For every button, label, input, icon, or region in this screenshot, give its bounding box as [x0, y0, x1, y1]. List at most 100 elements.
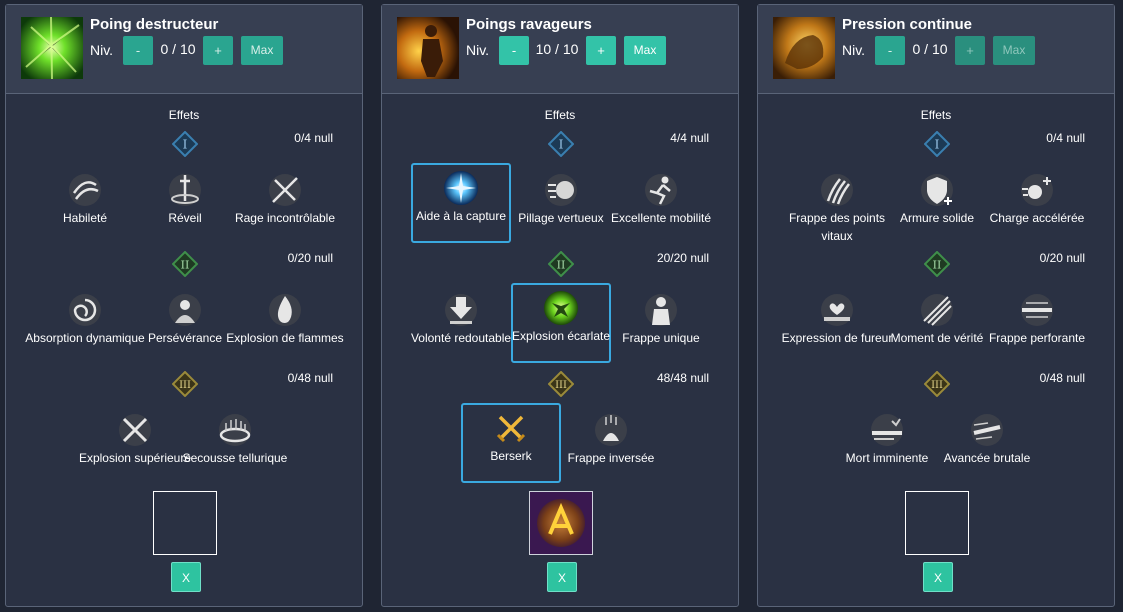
- tier-1-numeral: I: [935, 138, 940, 152]
- running-figure-icon: [642, 171, 680, 209]
- tripod-panel-poing-destructeur: Poing destructeur Niv. - 0 / 10 + Max Ef…: [5, 4, 363, 607]
- level-label: Niv.: [842, 42, 866, 58]
- level-max-button[interactable]: Max: [624, 36, 666, 65]
- tier-2-numeral: II: [933, 259, 942, 272]
- tripod-label: Aide à la capture: [415, 209, 507, 223]
- tier-2-badge: II: [172, 251, 198, 277]
- level-label: Niv.: [466, 42, 490, 58]
- swirl-strike-icon: [66, 171, 104, 209]
- tripod-explosion-ecarlate[interactable]: Explosion écarlate: [511, 283, 611, 363]
- level-max-button[interactable]: Max: [993, 36, 1035, 65]
- looting-hand-icon: [542, 171, 580, 209]
- rune-slot-filled[interactable]: [529, 491, 593, 555]
- tripod-label: Secousse tellurique: [182, 451, 288, 465]
- blue-star-burst-icon: [442, 169, 480, 207]
- tier-1-badge: I: [548, 131, 574, 157]
- tripod-avancee-brutale[interactable]: Avancée brutale: [937, 405, 1037, 485]
- level-value: 0 / 10: [160, 41, 196, 57]
- skill-header: Poings ravageurs Niv. - 10 / 10 + Max: [382, 5, 738, 94]
- level-value: 0 / 10: [912, 41, 948, 57]
- tier-2-badge: II: [548, 251, 574, 277]
- tier-2-count: 20/20 null: [656, 251, 709, 265]
- tripod-absorption-dynamique[interactable]: Absorption dynamique: [25, 285, 145, 365]
- tripod-mort-imminente[interactable]: Mort imminente: [837, 405, 937, 485]
- down-arrow-icon: [442, 291, 480, 329]
- poings-ravageurs-skill-icon: [397, 17, 459, 79]
- tripod-label: Moment de vérité: [890, 331, 984, 345]
- tier-2-numeral: II: [557, 259, 566, 272]
- skill-title: Poings ravageurs: [466, 16, 592, 33]
- green-burst-icon: [542, 289, 580, 327]
- tripod-label: Explosion supérieure: [78, 451, 192, 465]
- tripod-label: Frappe des points vitaux: [788, 211, 886, 243]
- rune-stone-icon: [530, 492, 592, 554]
- tripod-label: Explosion écarlate: [511, 329, 611, 343]
- tripod-label: Charge accélérée: [989, 211, 1085, 225]
- tripod-rage-incontrolable[interactable]: Rage incontrôlable: [235, 165, 335, 245]
- tripod-panel-poings-ravageurs: Poings ravageurs Niv. - 10 / 10 + Max Ef…: [381, 4, 739, 607]
- sword-aura-icon: [166, 171, 204, 209]
- tripod-reveil[interactable]: Réveil: [135, 165, 235, 245]
- tripod-label: Armure solide: [899, 211, 975, 225]
- tripod-frappe-inversee[interactable]: Frappe inversée: [561, 405, 661, 485]
- tripod-label: Frappe unique: [622, 331, 700, 345]
- rune-remove-button[interactable]: X: [547, 562, 577, 592]
- level-decrease-button[interactable]: -: [123, 36, 153, 65]
- tier-1-count: 4/4 null: [670, 131, 709, 145]
- golden-crossed-swords-icon: [492, 409, 530, 447]
- tier-3-badge: III: [548, 371, 574, 397]
- tripod-label: Excellente mobilité: [610, 211, 712, 225]
- shield-plus-icon: [918, 171, 956, 209]
- tripod-explosion-de-flammes[interactable]: Explosion de flammes: [226, 285, 344, 365]
- tripod-explosion-superieure[interactable]: Explosion supérieure: [79, 405, 191, 485]
- tripod-label: Pillage vertueux: [518, 211, 604, 225]
- tripod-frappe-perforante[interactable]: Frappe perforante: [987, 285, 1087, 365]
- rune-remove-button[interactable]: X: [923, 562, 953, 592]
- level-increase-button[interactable]: +: [203, 36, 233, 65]
- tripod-armure-solide[interactable]: Armure solide: [887, 165, 987, 245]
- tripod-berserk[interactable]: Berserk: [461, 403, 561, 483]
- tier-3-numeral: III: [931, 380, 943, 391]
- vortex-icon: [66, 291, 104, 329]
- tripod-label: Explosion de flammes: [226, 331, 344, 345]
- level-value: 10 / 10: [535, 41, 579, 57]
- level-increase-button[interactable]: +: [955, 36, 985, 65]
- rune-remove-button[interactable]: X: [171, 562, 201, 592]
- tripod-moment-de-verite[interactable]: Moment de vérité: [887, 285, 987, 365]
- tripod-secousse-tellurique[interactable]: Secousse tellurique: [183, 405, 287, 485]
- tripod-aide-a-la-capture[interactable]: Aide à la capture: [411, 163, 511, 243]
- tier-1-count: 0/4 null: [1046, 131, 1085, 145]
- tripod-label: Berserk: [490, 449, 532, 463]
- level-increase-button[interactable]: +: [586, 36, 616, 65]
- tripod-expression-de-fureur[interactable]: Expression de fureur: [782, 285, 892, 365]
- tripod-label: Rage incontrôlable: [234, 211, 336, 225]
- tripod-charge-acceleree[interactable]: Charge accélérée: [987, 165, 1087, 245]
- tier-3-badge: III: [172, 371, 198, 397]
- level-decrease-button[interactable]: -: [875, 36, 905, 65]
- level-max-button[interactable]: Max: [241, 36, 283, 65]
- tripod-label: Avancée brutale: [943, 451, 1031, 465]
- tripod-frappe-unique[interactable]: Frappe unique: [611, 285, 711, 365]
- dash-orb-plus-icon: [1018, 171, 1056, 209]
- tripod-label: Mort imminente: [845, 451, 929, 465]
- effects-heading: Effets: [168, 108, 200, 122]
- tripod-excellente-mobilite[interactable]: Excellente mobilité: [611, 165, 711, 245]
- tripod-label: Persévérance: [147, 331, 223, 345]
- skill-header: Pression continue Niv. - 0 / 10 + Max: [758, 5, 1114, 94]
- tier-1-numeral: I: [183, 138, 188, 152]
- tripod-habilete[interactable]: Habileté: [35, 165, 135, 245]
- charging-blade-icon: [968, 411, 1006, 449]
- crossed-blades-icon: [266, 171, 304, 209]
- tripod-label: Absorption dynamique: [25, 331, 145, 345]
- tier-1-count: 0/4 null: [294, 131, 333, 145]
- tripod-pillage-vertueux[interactable]: Pillage vertueux: [511, 165, 611, 245]
- tier-3-count: 0/48 null: [1039, 371, 1085, 385]
- rune-slot-empty[interactable]: [905, 491, 969, 555]
- slash-streak-icon: [918, 291, 956, 329]
- tripod-volonte-redoutable[interactable]: Volonté redoutable: [411, 285, 511, 365]
- level-decrease-button[interactable]: -: [499, 36, 529, 65]
- skill-title: Poing destructeur: [90, 16, 219, 33]
- rune-slot-empty[interactable]: [153, 491, 217, 555]
- tripod-frappe-des-points-vitaux[interactable]: Frappe des points vitaux: [787, 165, 887, 245]
- tripod-perseverance[interactable]: Persévérance: [135, 285, 235, 365]
